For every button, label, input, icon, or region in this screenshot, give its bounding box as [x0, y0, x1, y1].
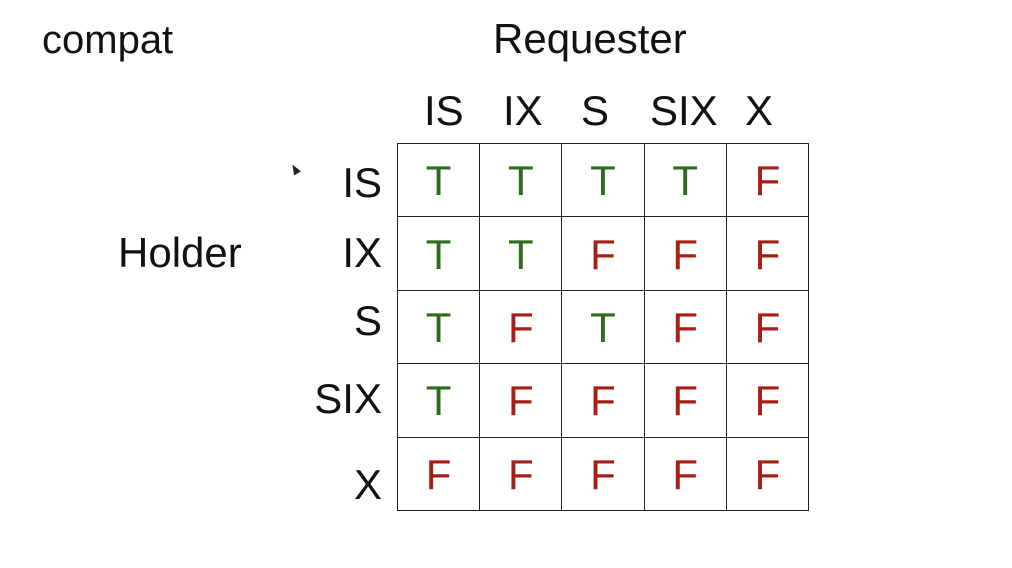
matrix-cell: T — [480, 144, 563, 218]
column-header-s: S — [581, 87, 610, 134]
matrix-cell: F — [644, 217, 727, 291]
matrix-cell: T — [398, 290, 481, 365]
matrix-cell: F — [726, 364, 809, 438]
matrix-cell: T — [562, 144, 645, 218]
matrix-cell: T — [644, 144, 727, 218]
matrix-cell: T — [398, 144, 481, 218]
row-header-x: X — [353, 461, 382, 508]
matrix-cell: F — [726, 144, 809, 218]
matrix-cell: F — [480, 290, 563, 365]
matrix-cell: F — [480, 437, 563, 511]
column-header-is: IS — [424, 87, 464, 134]
row-header-is: IS — [342, 159, 382, 206]
matrix-cell: F — [644, 364, 727, 438]
matrix-cell: F — [562, 437, 645, 511]
matrix-cell: T — [562, 290, 645, 365]
matrix-cell: F — [726, 217, 809, 291]
slide-title: compat — [42, 18, 174, 62]
matrix-cell: F — [480, 364, 563, 438]
matrix-cell: T — [398, 364, 481, 438]
compatibility-matrix: T T T T F T T F F F T F T F F T F F F F … — [397, 143, 809, 511]
matrix-cell: F — [726, 437, 809, 511]
requester-axis-label: Requester — [493, 15, 687, 62]
matrix-cell: F — [562, 217, 645, 291]
matrix-cell: F — [562, 364, 645, 438]
matrix-cell: T — [480, 217, 563, 291]
matrix-cell: T — [398, 217, 481, 291]
column-header-ix: IX — [503, 87, 543, 134]
holder-axis-label: Holder — [118, 229, 242, 276]
row-header-ix: IX — [342, 229, 382, 276]
column-header-six: SIX — [650, 87, 718, 134]
matrix-cell: F — [726, 290, 809, 365]
matrix-cell: F — [398, 437, 481, 511]
row-header-s: S — [353, 297, 382, 344]
matrix-cell: F — [644, 437, 727, 511]
matrix-cell: F — [644, 290, 727, 365]
column-header-x: X — [745, 87, 774, 134]
row-header-six: SIX — [314, 375, 382, 422]
